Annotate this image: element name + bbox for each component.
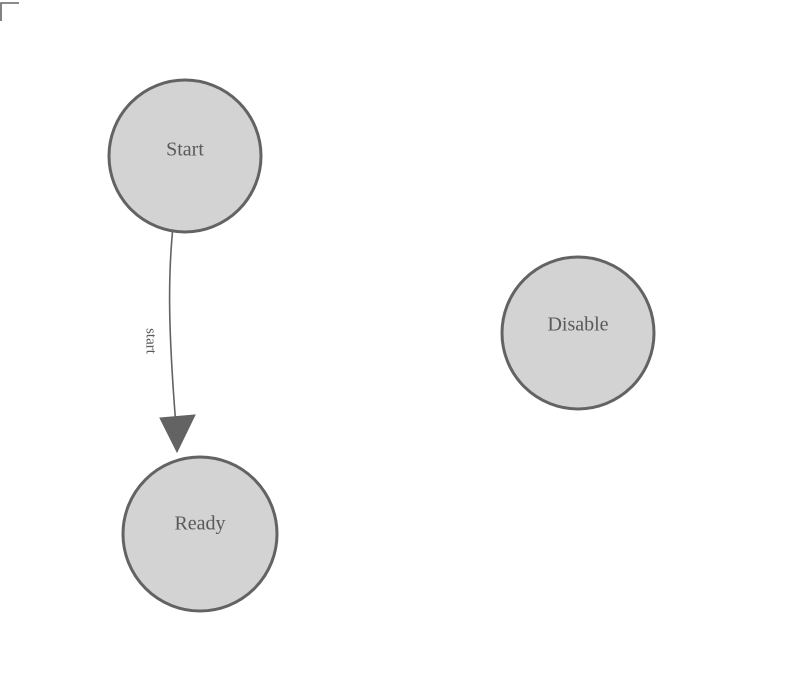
node-disable[interactable]: Disable: [500, 255, 656, 411]
edge-path: [168, 231, 177, 421]
edge-label-start: start: [143, 328, 159, 355]
edge-start-to-ready[interactable]: start: [143, 231, 196, 454]
node-disable-label: Disable: [547, 314, 608, 336]
arrowhead-icon: [159, 414, 196, 454]
node-disable-circle: [500, 255, 656, 411]
node-start-label: Start: [166, 139, 204, 161]
node-ready[interactable]: Ready: [121, 455, 279, 613]
node-start[interactable]: Start: [107, 78, 263, 234]
node-start-circle: [107, 78, 263, 234]
node-ready-circle: [121, 455, 279, 613]
canvas-corner-mark: [0, 2, 19, 21]
node-ready-label: Ready: [174, 513, 225, 535]
